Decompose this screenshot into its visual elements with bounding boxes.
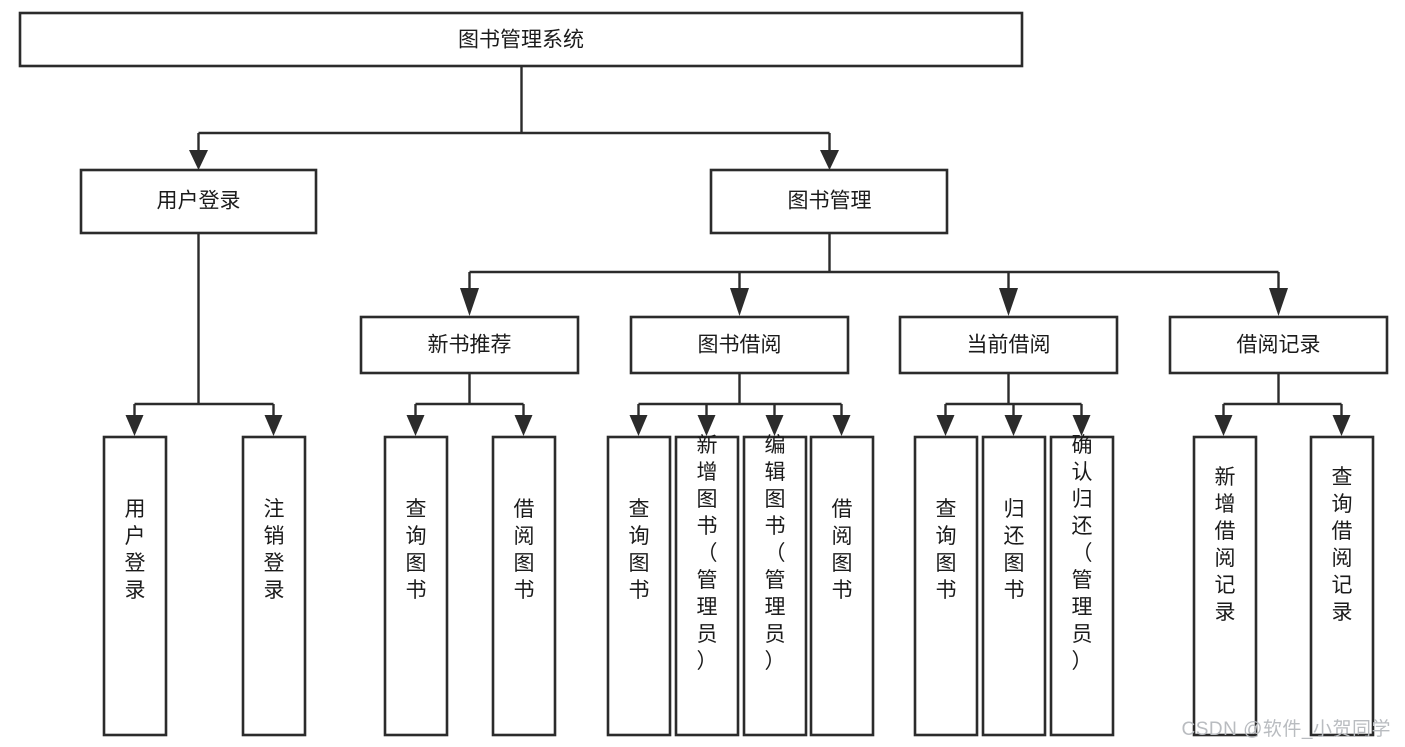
leaf-query-book-3-label: 查询图书 [936, 498, 957, 602]
leaf-logout-login[interactable]: 注销登录 [241, 435, 307, 737]
node-borrow-record-box[interactable] [1168, 315, 1389, 375]
connector-group-borrow-record [1214, 373, 1351, 436]
node-root[interactable]: 图书管理系统 [18, 11, 1024, 68]
node-new-book-recommend[interactable]: 新书推荐 [359, 315, 580, 375]
arrowhead-leaf-borrow-book-2 [832, 415, 851, 436]
leaf-edit-book-box[interactable] [742, 435, 808, 737]
leaf-add-book[interactable]: 新增图书（管理员） [674, 434, 740, 737]
leaf-query-book-1-label: 查询图书 [406, 498, 427, 602]
node-current-borrow-box[interactable] [898, 315, 1119, 375]
node-book-borrow-label: 图书借阅 [698, 334, 782, 357]
leaf-borrow-book-1-box[interactable] [491, 435, 557, 737]
arrowhead-new-book-recommend [460, 288, 479, 316]
arrowhead-leaf-query-book-1 [406, 415, 425, 436]
leaf-query-book-2-label: 查询图书 [629, 498, 650, 602]
node-book-manage[interactable]: 图书管理 [709, 168, 949, 235]
node-new-book-recommend-label: 新书推荐 [428, 334, 512, 357]
arrowhead-leaf-add-record [1214, 415, 1233, 436]
leaf-return-book-box[interactable] [981, 435, 1047, 737]
leaf-query-book-1[interactable]: 查询图书 [383, 435, 449, 737]
leaf-add-book-box[interactable] [674, 435, 740, 737]
leaf-add-record-box[interactable] [1192, 435, 1258, 737]
leaf-query-book-3-box[interactable] [913, 435, 979, 737]
arrowhead-leaf-add-book [697, 415, 716, 436]
leaf-user-login-label: 用户登录 [125, 498, 146, 602]
arrowhead-leaf-borrow-book-1 [514, 415, 533, 436]
leaf-query-record-box[interactable] [1309, 435, 1375, 737]
connector-group-new-book-recommend [406, 373, 533, 436]
leaf-query-record[interactable]: 查询借阅记录 [1309, 435, 1375, 737]
arrowhead-book-borrow [730, 288, 749, 316]
leaf-query-book-1-box[interactable] [383, 435, 449, 737]
leaf-borrow-book-1-label: 借阅图书 [514, 498, 535, 602]
node-book-manage-label: 图书管理 [788, 190, 872, 213]
connector-group-book-manage [460, 233, 1288, 316]
arrowhead-leaf-edit-book [765, 415, 784, 436]
node-user-login-box[interactable] [79, 168, 318, 235]
leaf-query-record-label: 查询借阅记录 [1332, 466, 1353, 624]
node-user-login-label: 用户登录 [157, 190, 241, 213]
node-root-label: 图书管理系统 [458, 29, 584, 52]
arrowhead-leaf-confirm-return [1072, 415, 1091, 436]
leaf-add-book-label: 新增图书（管理员） [697, 434, 718, 673]
leaf-edit-book[interactable]: 编辑图书（管理员） [742, 434, 808, 737]
leaf-return-book[interactable]: 归还图书 [981, 435, 1047, 737]
leaf-return-book-label: 归还图书 [1004, 498, 1025, 602]
leaf-confirm-return[interactable]: 确认归还（管理员） [1049, 434, 1115, 737]
arrowhead-borrow-record [1269, 288, 1288, 316]
arrowhead-leaf-query-record [1332, 415, 1351, 436]
leaf-logout-login-box[interactable] [241, 435, 307, 737]
node-borrow-record[interactable]: 借阅记录 [1168, 315, 1389, 375]
connector-group-user-login [125, 233, 283, 436]
leaf-confirm-return-label: 确认归还（管理员） [1072, 434, 1093, 673]
leaf-edit-book-label: 编辑图书（管理员） [765, 434, 786, 673]
leaf-logout-login-label: 注销登录 [264, 498, 285, 602]
connector-group-root [189, 66, 839, 170]
leaf-add-record[interactable]: 新增借阅记录 [1192, 435, 1258, 737]
arrowhead-current-borrow [999, 288, 1018, 316]
leaf-borrow-book-2-label: 借阅图书 [832, 498, 853, 602]
leaf-user-login-box[interactable] [102, 435, 168, 737]
node-book-borrow-box[interactable] [629, 315, 850, 375]
leaf-user-login[interactable]: 用户登录 [102, 435, 168, 737]
leaf-confirm-return-box[interactable] [1049, 435, 1115, 737]
leaf-query-book-2[interactable]: 查询图书 [606, 435, 672, 737]
arrowhead-leaf-query-book-2 [629, 415, 648, 436]
arrowhead-book-manage [820, 150, 839, 170]
node-current-borrow[interactable]: 当前借阅 [898, 315, 1119, 375]
node-book-manage-box[interactable] [709, 168, 949, 235]
leaf-borrow-book-2-box[interactable] [809, 435, 875, 737]
arrowhead-user-login [189, 150, 208, 170]
node-new-book-recommend-box[interactable] [359, 315, 580, 375]
node-root-box[interactable] [18, 11, 1024, 68]
leaf-borrow-book-2[interactable]: 借阅图书 [809, 435, 875, 737]
arrowhead-leaf-return-book [1004, 415, 1023, 436]
leaf-query-book-3[interactable]: 查询图书 [913, 435, 979, 737]
node-borrow-record-label: 借阅记录 [1237, 334, 1321, 357]
node-user-login[interactable]: 用户登录 [79, 168, 318, 235]
leaf-borrow-book-1[interactable]: 借阅图书 [491, 435, 557, 737]
node-current-borrow-label: 当前借阅 [967, 334, 1051, 357]
connector-group-current-borrow [936, 373, 1091, 436]
arrowhead-leaf-query-book-3 [936, 415, 955, 436]
arrowhead-leaf-logout-login [264, 415, 283, 436]
leaf-add-record-label: 新增借阅记录 [1215, 466, 1236, 624]
leaf-query-book-2-box[interactable] [606, 435, 672, 737]
arrowhead-leaf-user-login [125, 415, 144, 436]
connector-group-book-borrow [629, 373, 851, 436]
node-book-borrow[interactable]: 图书借阅 [629, 315, 850, 375]
